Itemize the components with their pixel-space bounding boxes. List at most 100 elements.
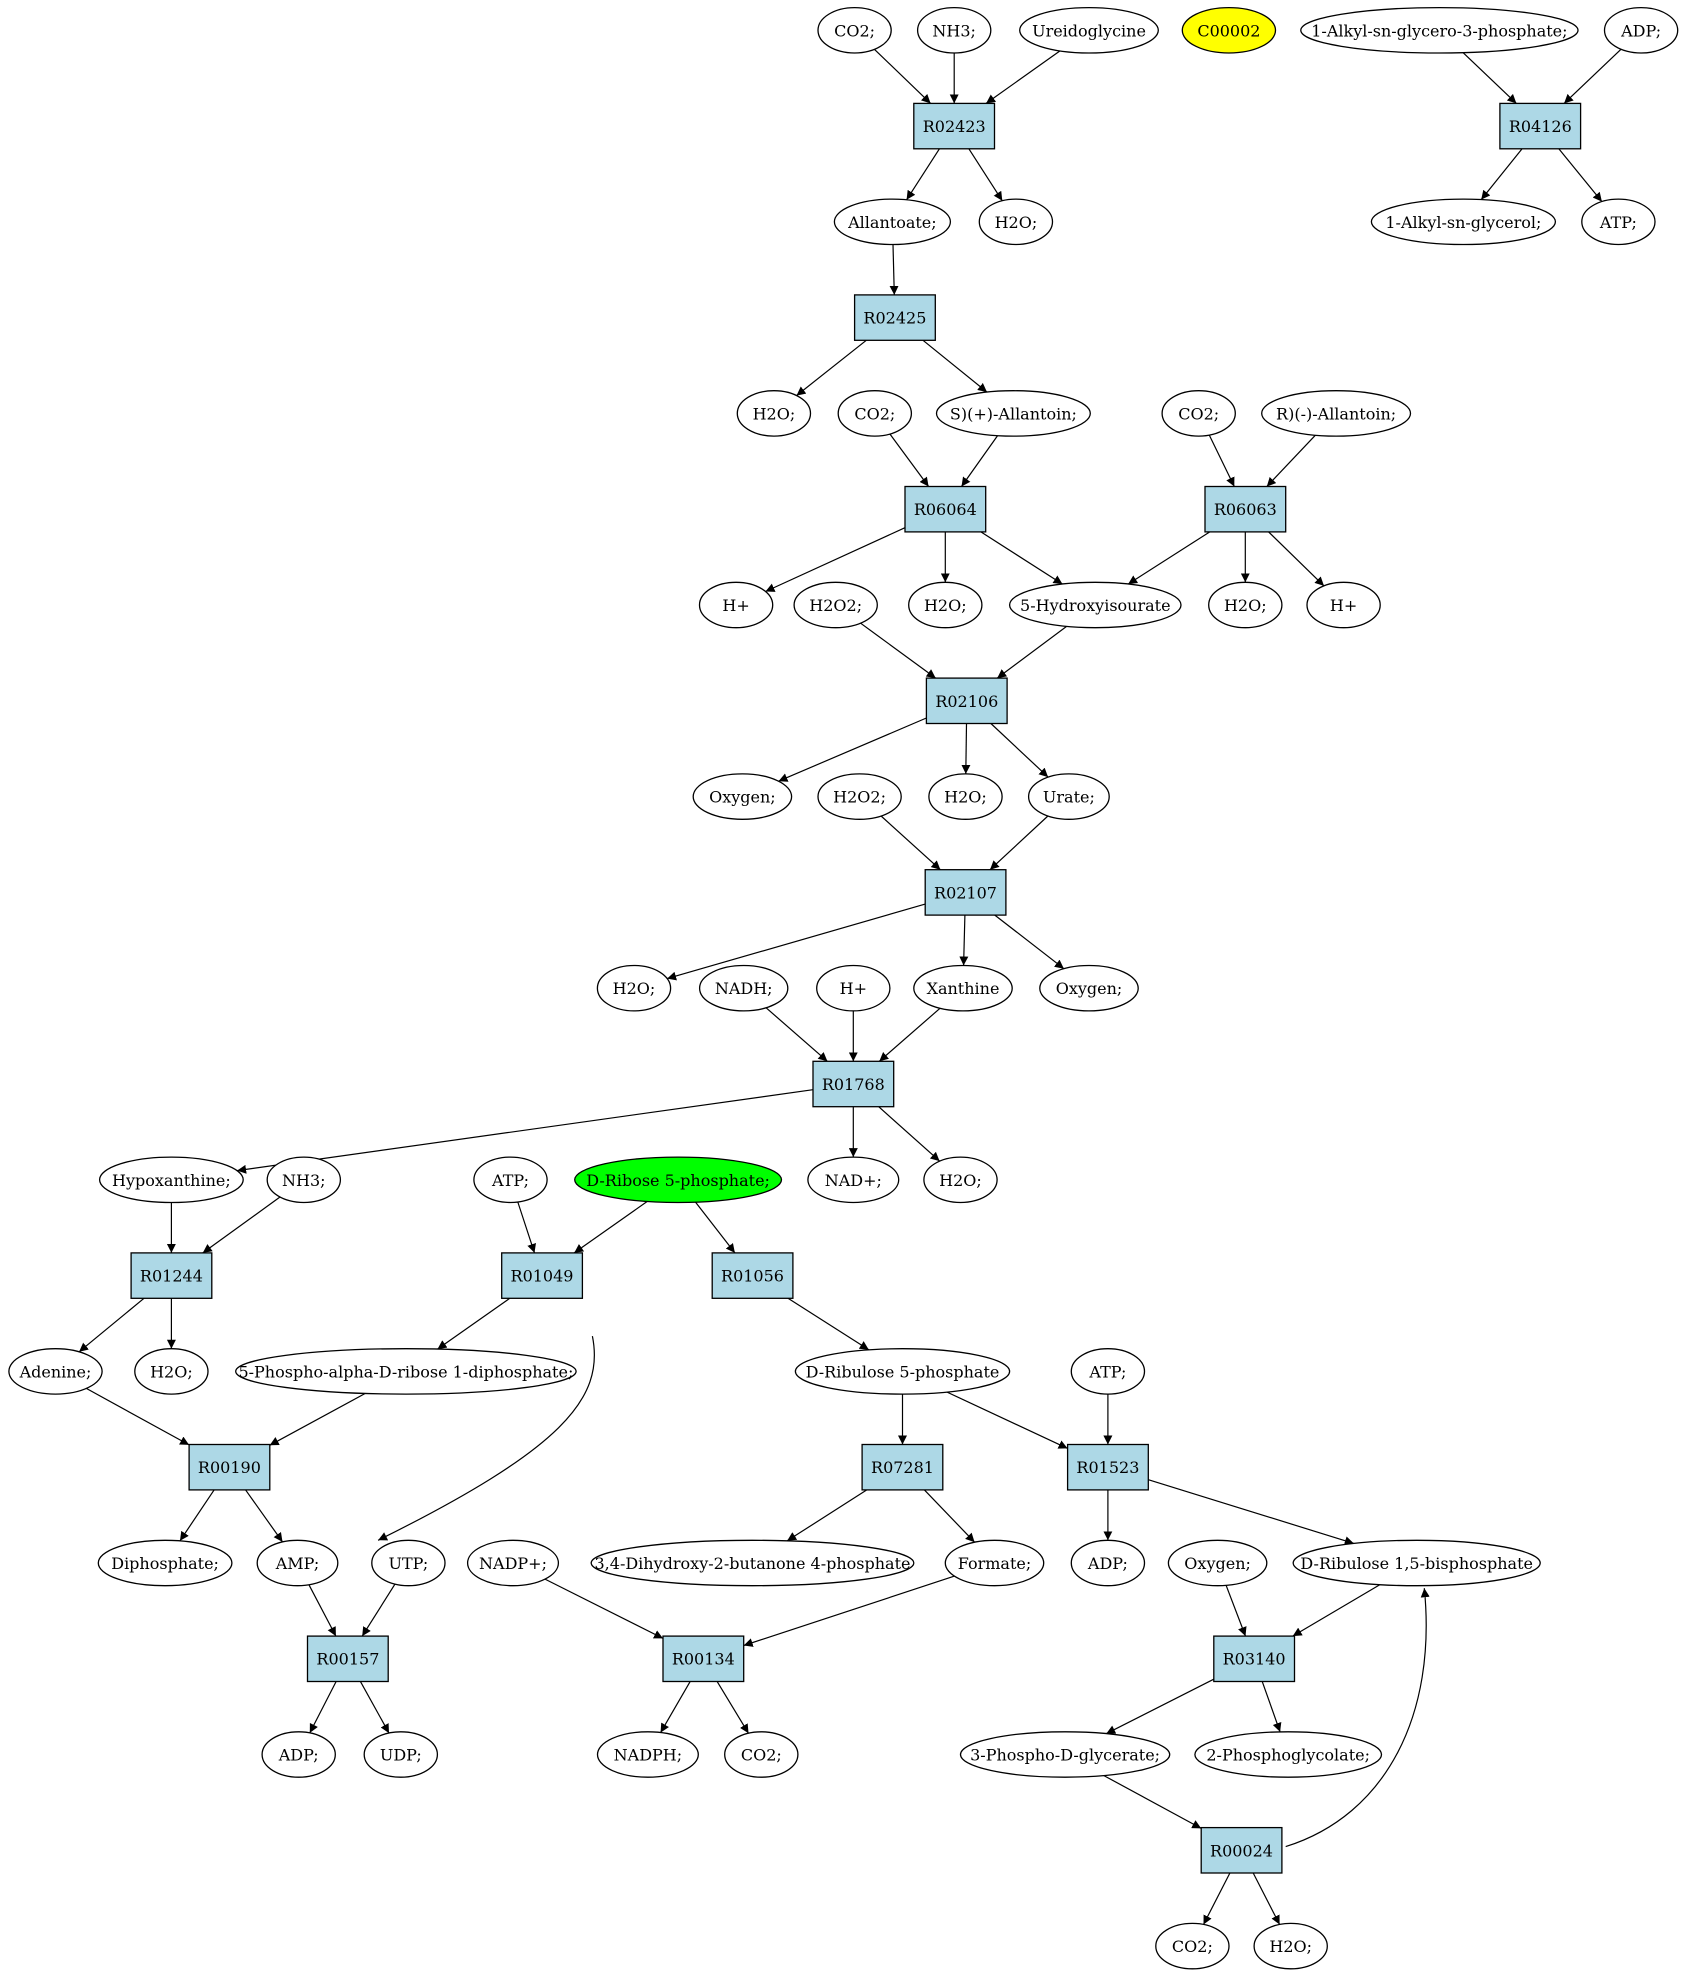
compound-node-c_xanthine[interactable]: Xanthine bbox=[913, 964, 1013, 1012]
compound-ellipse bbox=[1039, 964, 1139, 1012]
reaction-node-r_R01049[interactable]: R01049 bbox=[501, 1252, 584, 1299]
compound-node-c_h2o_a[interactable]: H2O; bbox=[978, 198, 1054, 246]
compound-node-c_h2o_e[interactable]: H2O; bbox=[928, 773, 1003, 820]
compound-node-c_formate[interactable]: Formate; bbox=[944, 1539, 1045, 1587]
reaction-node-r_R07281[interactable]: R07281 bbox=[861, 1443, 944, 1491]
compound-node-c_hypoxanthine[interactable]: Hypoxanthine; bbox=[98, 1156, 244, 1204]
compound-node-c_h2o_d[interactable]: H2O; bbox=[1208, 581, 1283, 629]
compound-node-c_3pg[interactable]: 3-Phospho-D-glycerate; bbox=[959, 1731, 1171, 1778]
compound-ellipse bbox=[261, 1731, 336, 1778]
compound-node-c_co2_b[interactable]: CO2; bbox=[837, 390, 913, 437]
compound-ellipse bbox=[908, 581, 983, 629]
node-label: H2O; bbox=[613, 979, 656, 998]
compound-node-c_s_allantoin[interactable]: S)(+)-Allantoin; bbox=[935, 390, 1091, 437]
compound-node-c_ribulose5p[interactable]: D-Ribulose 5-phosphate bbox=[794, 1348, 1011, 1395]
edge-r_R06063-to-c_5hiu bbox=[1127, 531, 1211, 585]
reaction-node-r_R06063[interactable]: R06063 bbox=[1204, 485, 1287, 533]
compound-node-c_co2_e[interactable]: CO2; bbox=[1155, 1922, 1230, 1970]
compound-node-c_h2o2_b[interactable]: H2O2; bbox=[817, 773, 902, 820]
compound-node-c_rubp[interactable]: D-Ribulose 1,5-bisphosphate bbox=[1292, 1539, 1541, 1587]
reaction-node-r_R00134[interactable]: R00134 bbox=[662, 1635, 745, 1683]
compound-node-c_dhbp[interactable]: 3,4-Dihydroxy-2-butanone 4-phosphate bbox=[590, 1539, 915, 1587]
compound-node-c_atp_c[interactable]: ATP; bbox=[1070, 1348, 1146, 1395]
node-label: ATP; bbox=[1599, 213, 1637, 232]
reaction-box bbox=[711, 1252, 794, 1299]
compound-node-c_diphosphate[interactable]: Diphosphate; bbox=[97, 1539, 233, 1587]
compound-node-c_h2o_f[interactable]: H2O; bbox=[596, 964, 672, 1012]
compound-ellipse bbox=[1008, 581, 1182, 629]
compound-node-c_ribose5p[interactable]: D-Ribose 5-phosphate; bbox=[574, 1156, 783, 1204]
node-label: R01244 bbox=[140, 1267, 203, 1286]
reaction-box bbox=[853, 294, 936, 341]
compound-node-c_co2_a[interactable]: CO2; bbox=[817, 6, 892, 54]
compound-node-c_atp_a[interactable]: ATP; bbox=[1581, 198, 1656, 246]
node-label: R02425 bbox=[863, 309, 926, 328]
compound-node-c_h2o2_a[interactable]: H2O2; bbox=[793, 581, 878, 629]
compound-node-c_allantoate[interactable]: Allantoate; bbox=[833, 198, 952, 246]
compound-node-c_prpp[interactable]: 5-Phospho-alpha-D-ribose 1-diphosphate; bbox=[235, 1348, 577, 1395]
compound-node-c_h2o_c[interactable]: H2O; bbox=[908, 581, 983, 629]
reaction-node-r_R01056[interactable]: R01056 bbox=[711, 1252, 794, 1299]
compound-ellipse bbox=[1070, 1539, 1146, 1587]
compound-node-c_utp[interactable]: UTP; bbox=[371, 1539, 446, 1587]
compound-node-c_h2o_i[interactable]: H2O; bbox=[1253, 1922, 1328, 1970]
reaction-node-r_R01244[interactable]: R01244 bbox=[130, 1252, 213, 1299]
compound-ellipse bbox=[916, 6, 992, 54]
compound-node-c_co2_d[interactable]: CO2; bbox=[724, 1731, 799, 1778]
compound-node-c_oxygen_a[interactable]: Oxygen; bbox=[692, 773, 793, 820]
compound-node-c_h2o_h[interactable]: H2O; bbox=[134, 1348, 209, 1395]
node-label: R)(-)-Allantoin; bbox=[1276, 404, 1396, 423]
compound-node-c_h2o_g[interactable]: H2O; bbox=[923, 1156, 998, 1204]
compound-node-c_nh3_a[interactable]: NH3; bbox=[916, 6, 992, 54]
reaction-node-r_R02423[interactable]: R02423 bbox=[913, 102, 996, 150]
reaction-node-r_R02425[interactable]: R02425 bbox=[853, 294, 936, 341]
compound-ellipse bbox=[1167, 1539, 1268, 1587]
node-label: R00190 bbox=[198, 1458, 261, 1477]
edge-c_nadh-to-r_R01768 bbox=[765, 1007, 828, 1062]
reaction-node-r_R06064[interactable]: R06064 bbox=[904, 485, 987, 533]
reaction-node-r_R04126[interactable]: R04126 bbox=[1499, 102, 1582, 150]
compound-node-c_adp_b[interactable]: ADP; bbox=[1070, 1539, 1146, 1587]
reaction-node-r_R00157[interactable]: R00157 bbox=[306, 1635, 389, 1683]
reaction-node-r_R00024[interactable]: R00024 bbox=[1200, 1826, 1283, 1874]
compound-node-c_adenine[interactable]: Adenine; bbox=[8, 1348, 103, 1395]
compound-ellipse bbox=[1292, 1539, 1541, 1587]
reaction-node-r_R01768[interactable]: R01768 bbox=[812, 1060, 895, 1108]
reaction-node-r_R00190[interactable]: R00190 bbox=[188, 1443, 271, 1491]
compound-node-c_amp[interactable]: AMP; bbox=[256, 1539, 339, 1587]
compound-node-c_alkyl_glycerol[interactable]: 1-Alkyl-sn-glycerol; bbox=[1370, 198, 1557, 246]
compound-node-c_2pg[interactable]: 2-Phosphoglycolate; bbox=[1194, 1731, 1383, 1778]
compound-node-c_udp[interactable]: UDP; bbox=[363, 1731, 439, 1778]
node-label: AMP; bbox=[275, 1554, 320, 1573]
compound-ellipse bbox=[833, 198, 952, 246]
compound-node-c_hplus_a[interactable]: H+ bbox=[698, 581, 774, 629]
compound-node-c_ureidoglycine[interactable]: Ureidoglycine bbox=[1019, 6, 1159, 54]
compound-node-c_co2_c[interactable]: CO2; bbox=[1161, 390, 1236, 437]
compound-node-c_nh3_b[interactable]: NH3; bbox=[266, 1156, 342, 1204]
compound-node-c_c00002[interactable]: C00002 bbox=[1181, 6, 1277, 54]
reaction-box bbox=[1499, 102, 1582, 150]
reaction-node-r_R01523[interactable]: R01523 bbox=[1066, 1443, 1149, 1491]
compound-node-c_nadpplus[interactable]: NADP+; bbox=[466, 1539, 560, 1587]
compound-node-c_atp_b[interactable]: ATP; bbox=[473, 1156, 548, 1204]
compound-node-c_h2o_b[interactable]: H2O; bbox=[736, 390, 812, 437]
compound-ellipse bbox=[1194, 1731, 1383, 1778]
compound-node-c_oxygen_b[interactable]: Oxygen; bbox=[1039, 964, 1139, 1012]
compound-node-c_adp_a[interactable]: ADP; bbox=[1603, 6, 1679, 54]
compound-node-c_hplus_c[interactable]: H+ bbox=[816, 964, 891, 1012]
compound-node-c_nadph[interactable]: NADPH; bbox=[596, 1731, 699, 1778]
compound-node-c_5hiu[interactable]: 5-Hydroxyisourate bbox=[1008, 581, 1182, 629]
compound-node-c_hplus_b[interactable]: H+ bbox=[1306, 581, 1381, 629]
reaction-node-r_R02106[interactable]: R02106 bbox=[925, 677, 1008, 725]
compound-node-c_nadh[interactable]: NADH; bbox=[698, 964, 789, 1012]
compound-node-c_r_allantoin[interactable]: R)(-)-Allantoin; bbox=[1261, 390, 1412, 437]
compound-node-c_nadplus_a[interactable]: NAD+; bbox=[807, 1156, 900, 1204]
reaction-node-r_R03140[interactable]: R03140 bbox=[1213, 1635, 1296, 1683]
compound-node-c_alkyl_g3p[interactable]: 1-Alkyl-sn-glycero-3-phosphate; bbox=[1300, 6, 1579, 54]
node-label: H2O; bbox=[1269, 1937, 1312, 1956]
compound-node-c_adp_c[interactable]: ADP; bbox=[261, 1731, 336, 1778]
compound-node-c_oxygen_c[interactable]: Oxygen; bbox=[1167, 1539, 1268, 1587]
reaction-node-r_R02107[interactable]: R02107 bbox=[924, 869, 1007, 916]
compound-ellipse bbox=[98, 1156, 244, 1204]
compound-node-c_urate[interactable]: Urate; bbox=[1027, 773, 1110, 820]
